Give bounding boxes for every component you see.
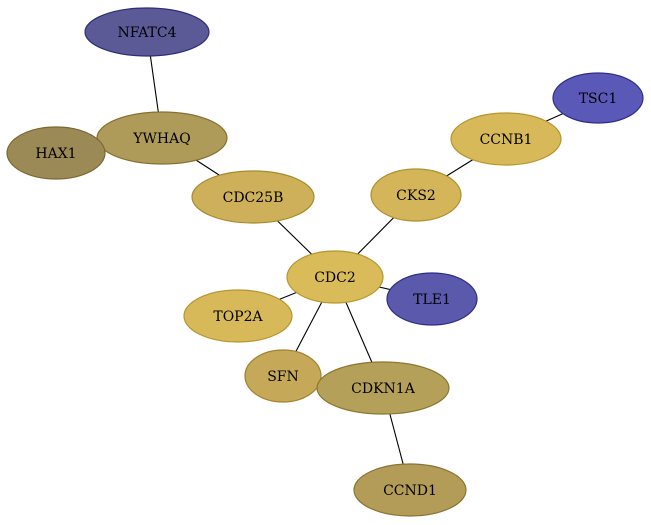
node-ccnb1[interactable]: CCNB1	[450, 112, 562, 166]
node-shape-hax1	[6, 126, 106, 180]
node-hax1[interactable]: HAX1	[6, 126, 106, 180]
node-label-ccnb1: CCNB1	[480, 132, 533, 148]
node-shape-tsc1	[552, 72, 644, 124]
node-shape-cdc25b	[191, 170, 315, 224]
node-shape-tle1	[386, 272, 478, 326]
node-shape-cdc2	[286, 250, 384, 304]
node-label-cdc25b: CDC25B	[223, 190, 284, 206]
node-cks2[interactable]: CKS2	[370, 168, 462, 222]
node-label-cdc2: CDC2	[314, 270, 356, 286]
node-shape-sfn	[244, 349, 322, 403]
node-tsc1[interactable]: TSC1	[552, 72, 644, 124]
node-cdkn1a[interactable]: CDKN1A	[316, 361, 450, 415]
node-label-tsc1: TSC1	[579, 91, 618, 107]
node-cdc2[interactable]: CDC2	[286, 250, 384, 304]
node-label-hax1: HAX1	[35, 146, 76, 162]
node-label-top2a: TOP2A	[213, 309, 263, 325]
node-shape-ccnb1	[450, 112, 562, 166]
node-label-ccnd1: CCND1	[383, 483, 437, 499]
node-shape-ccnd1	[353, 463, 467, 517]
node-shape-nfatc4	[84, 7, 210, 57]
node-label-cdkn1a: CDKN1A	[351, 381, 416, 397]
node-label-tle1: TLE1	[413, 292, 451, 308]
node-label-sfn: SFN	[267, 369, 299, 385]
node-cdc25b[interactable]: CDC25B	[191, 170, 315, 224]
node-label-nfatc4: NFATC4	[117, 25, 176, 41]
node-shape-top2a	[183, 289, 293, 343]
node-label-ywhaq: YWHAQ	[132, 131, 190, 147]
node-ywhaq[interactable]: YWHAQ	[96, 111, 228, 165]
node-shape-cdkn1a	[316, 361, 450, 415]
node-sfn[interactable]: SFN	[244, 349, 322, 403]
node-top2a[interactable]: TOP2A	[183, 289, 293, 343]
node-shape-cks2	[370, 168, 462, 222]
node-tle1[interactable]: TLE1	[386, 272, 478, 326]
node-label-cks2: CKS2	[396, 188, 436, 204]
node-ccnd1[interactable]: CCND1	[353, 463, 467, 517]
node-nfatc4[interactable]: NFATC4	[84, 7, 210, 57]
